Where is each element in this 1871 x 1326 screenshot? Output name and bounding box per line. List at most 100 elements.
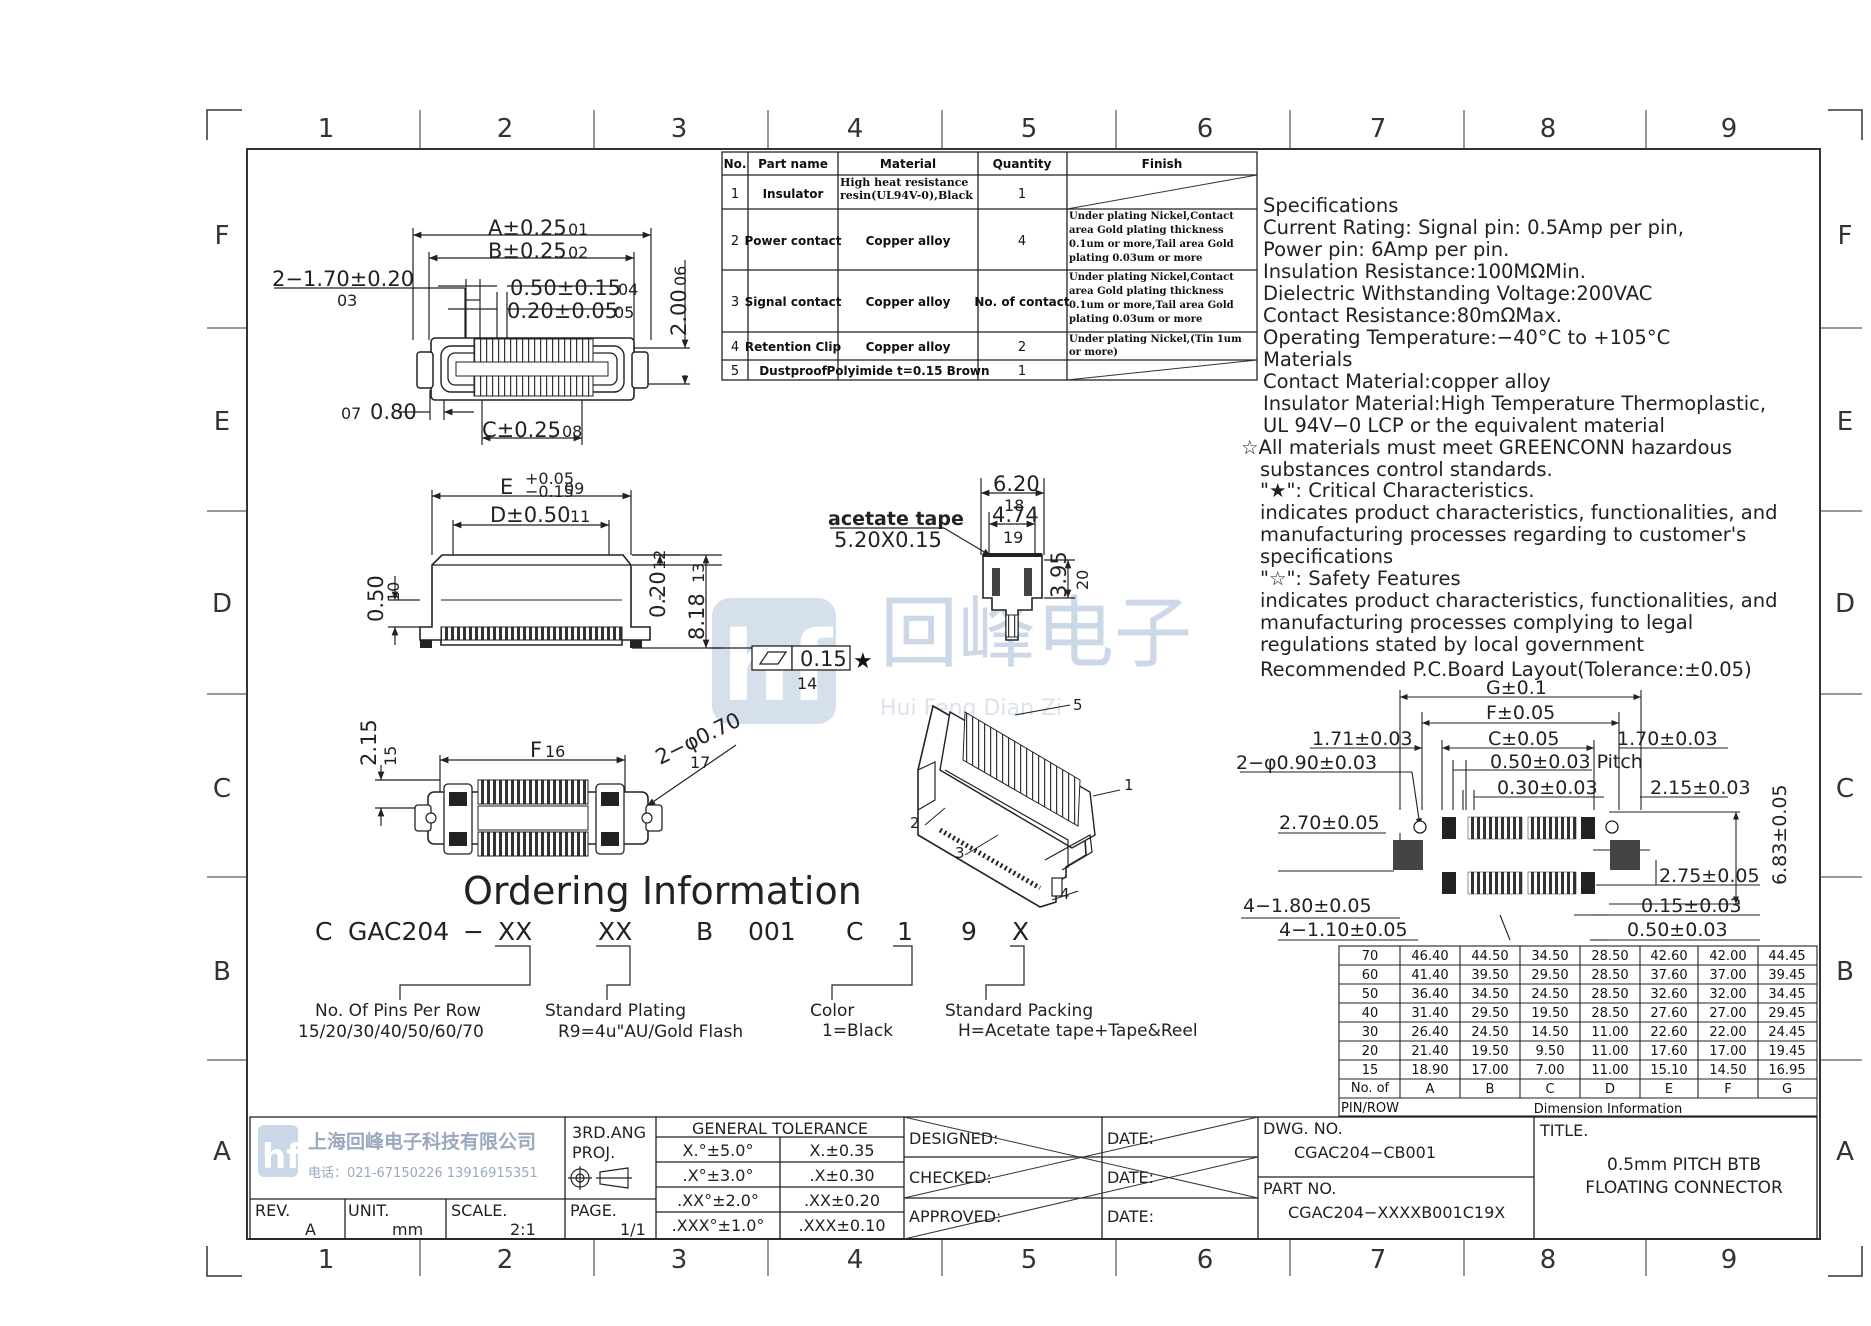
dim-table-pin-count: 30	[1362, 1025, 1379, 1040]
dim-table-cell: 26.40	[1411, 1025, 1448, 1040]
bom-cell: 5	[731, 364, 739, 379]
pcb-pad	[1581, 872, 1595, 894]
gt-linear: .X±0.30	[809, 1166, 874, 1185]
spec-line: specifications	[1260, 545, 1393, 568]
dim-d5: 0.20±0.05	[507, 299, 618, 323]
dim-t2: 4.74	[992, 503, 1039, 527]
callout-3: 3	[955, 844, 965, 862]
pcb-dim-g: G±0.1	[1486, 677, 1547, 699]
bom-cell: 1	[1018, 364, 1026, 379]
pcb-dim-r1: 1.70±0.03	[1617, 728, 1718, 750]
spec-line: UL 94V−0 LCP or the equivalent material	[1263, 414, 1665, 437]
gt-angle: .X°±3.0°	[683, 1166, 754, 1185]
gt-angle: .XXX°±1.0°	[672, 1216, 765, 1235]
spec-line: Insulator Material:High Temperature Ther…	[1263, 392, 1766, 415]
side-view-dims: E +0.05 −0.15 09 D±0.50 11 0.50 10 0.20 …	[364, 469, 709, 640]
order-note-head: Standard Plating	[545, 1001, 686, 1021]
designed-label: DESIGNED:	[909, 1129, 999, 1148]
company-name: 上海回峰电子科技有限公司	[308, 1130, 536, 1153]
top-view	[274, 228, 690, 445]
pcb-pad	[1393, 840, 1423, 870]
gt-angle: .XX°±2.0°	[677, 1191, 759, 1210]
spec-line: manufacturing processes regarding to cus…	[1260, 523, 1746, 546]
bom-header: Finish	[1142, 157, 1183, 171]
dim-table-cell: 31.40	[1411, 1006, 1448, 1021]
approved-label: APPROVED:	[909, 1207, 1001, 1226]
row-label: A	[1836, 1137, 1854, 1167]
dim-d1-ref: 03	[337, 291, 357, 310]
title-label: TITLE.	[1539, 1121, 1588, 1140]
dim-table-cell: 34.50	[1471, 987, 1508, 1002]
date-label: DATE:	[1107, 1207, 1154, 1226]
spec-heading: Specifications	[1263, 194, 1398, 217]
dim-table-cell: 19.45	[1768, 1044, 1805, 1059]
pcb-dim-l1: 1.71±0.03	[1312, 728, 1413, 750]
dim-table-cell: 39.45	[1768, 968, 1805, 983]
dim-table-cell: 42.60	[1650, 949, 1687, 964]
order-note-value: R9=4u"AU/Gold Flash	[558, 1022, 743, 1042]
bom-cell: Polyimide t=0.15 Brown	[826, 364, 989, 378]
pcb-pad	[1442, 817, 1456, 839]
order-note-value: 1=Black	[822, 1021, 893, 1041]
spec-line: "☆": Safety Features	[1260, 567, 1461, 590]
code-part: C	[315, 917, 332, 946]
col-label: 6	[1197, 1245, 1214, 1275]
dim-t3-ref: 20	[1073, 570, 1092, 590]
pcb-dim-w215: 2.15±0.03	[1650, 777, 1751, 799]
dim-d12-ref: 12	[650, 550, 669, 570]
bom-cell: Under plating Nickel,(Tin 1um or more)	[1069, 334, 1242, 358]
code-part: −	[463, 917, 484, 946]
dim-table-cell: 9.50	[1536, 1044, 1565, 1059]
dim-e-tol-up: +0.05	[525, 469, 574, 488]
title-block: hf 上海回峰电子科技有限公司 电话：021-67150226 13916915…	[249, 1116, 1818, 1240]
pcb-pad	[1442, 872, 1456, 894]
flatness-callout: 0.15 ★ 14	[710, 645, 873, 693]
flatness-ref: 14	[797, 674, 817, 693]
side-view	[388, 490, 722, 649]
dim-t2-ref: 19	[1003, 528, 1023, 547]
page-label: PAGE.	[570, 1201, 617, 1220]
row-label: A	[213, 1137, 231, 1167]
dim-table-cell: 24.50	[1471, 1025, 1508, 1040]
dim-e: E	[500, 475, 513, 499]
gt-title: GENERAL TOLERANCE	[692, 1119, 868, 1138]
dim-d6: 2.00	[667, 289, 691, 336]
checked-label: CHECKED:	[909, 1168, 992, 1187]
dim-d12: 0.20	[646, 571, 670, 618]
bom-cell: Dustproof	[759, 364, 827, 378]
dim-d15: 2.15	[357, 719, 381, 766]
dim-d13: 8.18	[685, 593, 709, 640]
dim-d6-ref: 06	[671, 266, 690, 286]
row-label: F	[1838, 221, 1853, 251]
dim-c-ref: 08	[562, 422, 582, 441]
spec-line: indicates product characteristics, funct…	[1260, 589, 1777, 612]
spec-line: indicates product characteristics, funct…	[1260, 501, 1777, 524]
pcb-dim-b110: 4−1.10±0.05	[1279, 919, 1408, 941]
dim-table-cell: 28.50	[1591, 987, 1628, 1002]
tape-dims: 6.20 18 4.74 19 3.95 20 acetate tape 5.2…	[828, 472, 1092, 598]
dim-table-cell: 34.50	[1531, 949, 1568, 964]
dim-table-caption: Dimension Information	[1534, 1102, 1682, 1117]
dim-table-cell: 14.50	[1531, 1025, 1568, 1040]
dim-table-cell: 11.00	[1591, 1025, 1628, 1040]
bom-header: Quantity	[993, 157, 1052, 171]
col-label: 6	[1197, 114, 1214, 144]
gt-linear: .XXX±0.10	[799, 1216, 886, 1235]
dwg-label: DWG. NO.	[1263, 1119, 1343, 1138]
dim-hole-ref: 17	[690, 753, 710, 772]
dim-d1: 2−1.70±0.20	[272, 267, 414, 291]
dim-a: A±0.25	[488, 216, 567, 240]
proj-label-2: PROJ.	[572, 1143, 615, 1162]
order-note-value: H=Acetate tape+Tape&Reel	[958, 1021, 1198, 1041]
dim-e-tol-dn: −0.15	[525, 482, 574, 501]
part-label: PART NO.	[1263, 1179, 1336, 1198]
callout-1: 1	[1124, 776, 1134, 794]
bom-cell: 3	[731, 295, 739, 310]
dim-table-row-header: PIN/ROW	[1341, 1101, 1399, 1116]
dim-table-row-header: No. of	[1351, 1081, 1390, 1096]
dim-table-cell: 34.45	[1768, 987, 1805, 1002]
gt-linear: .XX±0.20	[804, 1191, 880, 1210]
dim-table-cell: 27.60	[1650, 1006, 1687, 1021]
row-label: E	[1837, 407, 1853, 437]
